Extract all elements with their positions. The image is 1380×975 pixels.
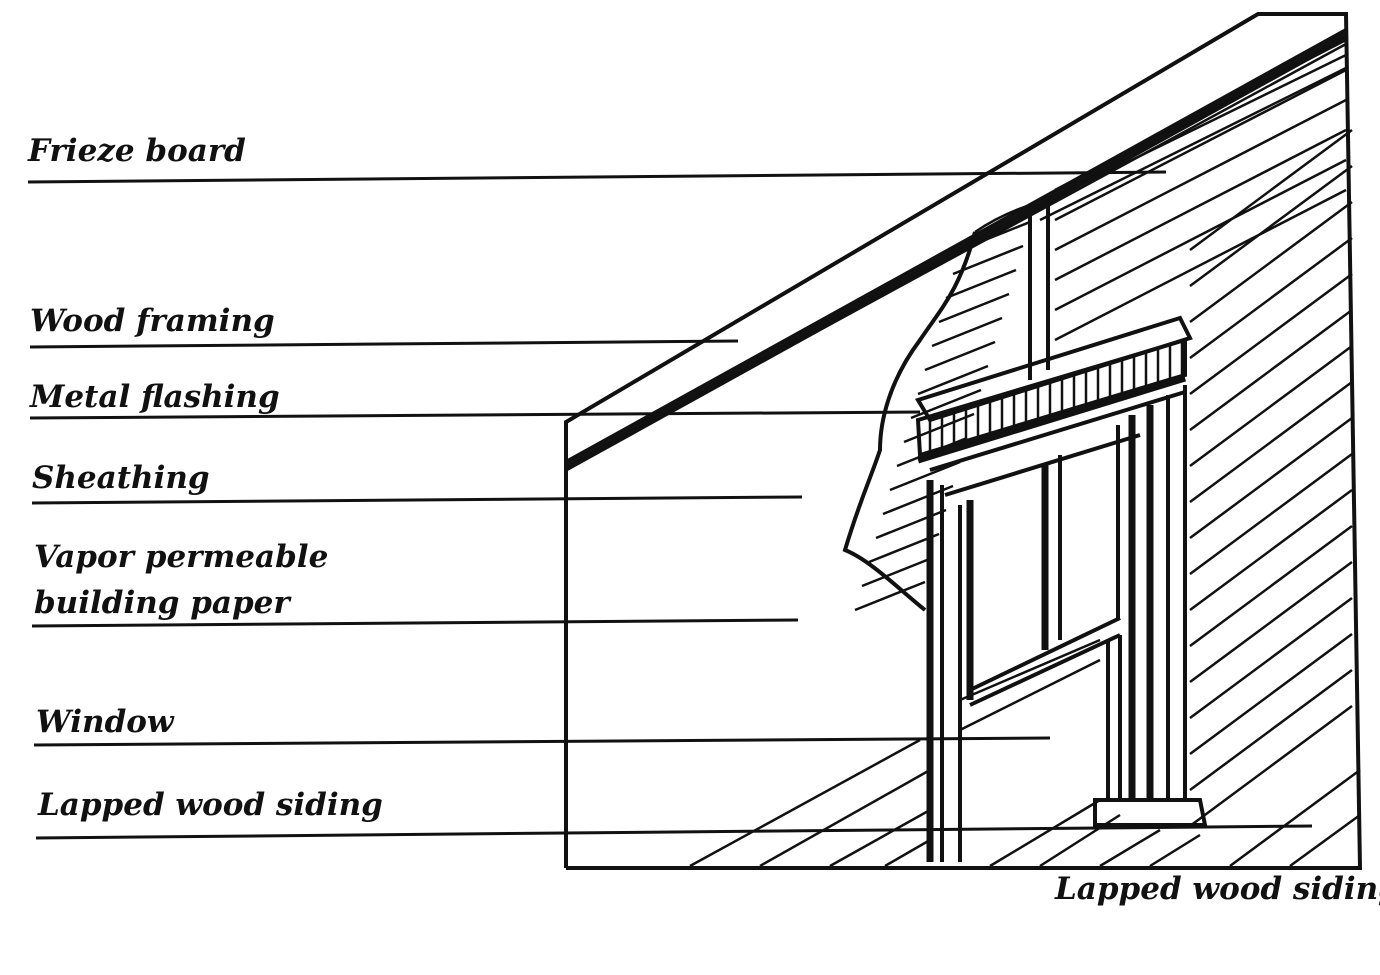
siding-course: [1054, 188, 1347, 342]
siding-course: [959, 658, 1101, 732]
siding-course: [1189, 416, 1353, 540]
hatch-stroke: [952, 244, 1024, 276]
siding-course: [1189, 704, 1353, 828]
siding-course: [689, 738, 921, 868]
siding-course: [1099, 828, 1161, 868]
hatch-stroke: [854, 580, 926, 612]
siding-course: [1189, 128, 1353, 252]
siding-course: [1189, 632, 1353, 756]
hatch-stroke: [889, 460, 961, 492]
leader-window: [33, 736, 1051, 747]
label-sheathing: Sheathing: [32, 460, 210, 496]
leader-metal-flashing: [29, 410, 921, 420]
label-metal-flashing: Metal flashing: [30, 379, 280, 415]
hatch-stroke: [903, 412, 975, 444]
label-building-paper: building paper: [34, 585, 290, 621]
siding-course: [1229, 768, 1361, 868]
leader-lines: [27, 170, 1313, 840]
label-vapor-permeable: Vapor permeable: [34, 539, 329, 575]
metal-flashing: [914, 315, 1193, 464]
siding-course: [1189, 452, 1353, 576]
siding-course: [1189, 272, 1353, 396]
lapped-siding-bottom: [689, 638, 1361, 868]
siding-course: [1189, 488, 1353, 612]
siding-course: [1189, 524, 1353, 648]
siding-course: [1189, 164, 1353, 288]
siding-course: [1054, 158, 1347, 312]
siding-course: [1054, 98, 1347, 252]
hatch-stroke: [875, 508, 947, 540]
hatch-stroke: [861, 556, 933, 588]
hatch-stroke: [924, 340, 996, 372]
wall-outline: [564, 12, 1363, 870]
siding-course: [829, 808, 931, 868]
siding-course: [1189, 344, 1353, 468]
siding-course: [1189, 236, 1353, 360]
leader-sheathing: [31, 495, 803, 505]
label-wood-framing: Wood framing: [30, 303, 275, 339]
siding-course: [1189, 596, 1353, 720]
leader-lapped-siding: [35, 824, 1313, 840]
siding-course: [1039, 813, 1121, 868]
siding-course: [1189, 380, 1353, 504]
label-window: Window: [36, 704, 174, 740]
label-lapped-wood-siding-bottom: Lapped wood siding: [1055, 871, 1380, 907]
hatch-stroke: [910, 388, 982, 420]
siding-course: [1189, 668, 1353, 792]
siding-course: [1054, 68, 1347, 222]
wood-framing-stud: [974, 200, 1050, 380]
siding-course: [959, 638, 1101, 702]
siding-course: [1189, 200, 1353, 324]
siding-course: [1054, 38, 1347, 192]
siding-course: [884, 838, 931, 868]
hatch-stroke: [959, 220, 1031, 252]
leader-frieze-board: [27, 170, 1167, 184]
label-frieze-board: Frieze board: [28, 133, 246, 169]
siding-course: [1149, 833, 1201, 868]
lapped-siding-right: [1054, 38, 1353, 828]
hatch-stroke: [945, 268, 1017, 300]
siding-course: [1054, 128, 1347, 282]
window-frame: [926, 385, 1208, 862]
siding-course: [989, 798, 1101, 868]
siding-course: [1189, 308, 1353, 432]
hatch-stroke: [931, 316, 1003, 348]
siding-course: [1289, 813, 1361, 868]
flashing-ribs: [928, 342, 1184, 452]
siding-course: [1189, 560, 1353, 684]
leader-vapor-paper: [31, 618, 799, 628]
hatch-stroke: [938, 292, 1010, 324]
label-lapped-wood-siding: Lapped wood siding: [38, 787, 383, 823]
siding-course: [759, 768, 931, 868]
hatch-stroke: [917, 364, 989, 396]
leader-wood-framing: [29, 339, 739, 349]
